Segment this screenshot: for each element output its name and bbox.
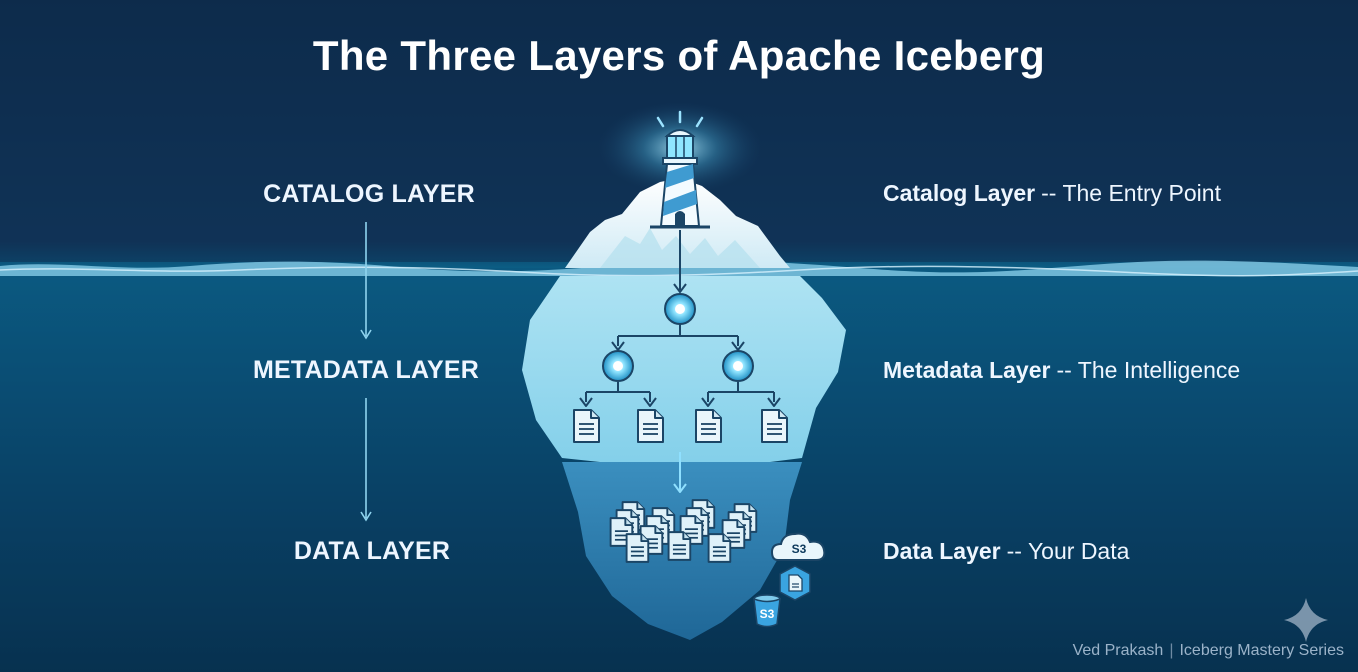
- light-rays: [656, 110, 704, 128]
- metadata-layer-description: Metadata Layer--The Intelligence: [883, 357, 1240, 384]
- data-layer-name: Data Layer: [883, 538, 1001, 564]
- data-layer-label: DATA LAYER: [293, 537, 451, 565]
- sparkle-icon: [1284, 598, 1328, 642]
- left-flow-arrows: [360, 222, 372, 522]
- page-title: The Three Layers of Apache Iceberg: [312, 32, 1046, 79]
- document-icon: [761, 409, 788, 443]
- node-icon: [664, 293, 696, 325]
- data-layer-description: Data Layer--Your Data: [883, 538, 1129, 565]
- footer-credit: Ved Prakash|Iceberg Mastery Series: [1072, 642, 1344, 659]
- bucket-icon: [753, 594, 781, 628]
- metadata-layer-tagline: The Intelligence: [1077, 357, 1241, 383]
- cloud-s3-label: S3: [791, 542, 807, 556]
- document-icon: [695, 409, 722, 443]
- catalog-layer-description: Catalog Layer--The Entry Point: [883, 180, 1221, 207]
- catalog-layer-name: Catalog Layer: [883, 180, 1036, 206]
- metadata-layer-name: Metadata Layer: [883, 357, 1051, 383]
- wave-highlight: [0, 265, 1358, 277]
- data-arrow: [673, 452, 687, 493]
- catalog-layer-tagline: The Entry Point: [1062, 180, 1221, 206]
- metadata-layer-label: METADATA LAYER: [253, 356, 479, 384]
- data-separator: --: [1006, 538, 1022, 564]
- data-layer-tagline: Your Data: [1027, 538, 1130, 564]
- metadata-tree-connectors: [579, 230, 781, 407]
- node-icon: [602, 350, 634, 382]
- footer-author: Ved Prakash: [1072, 642, 1164, 659]
- metadata-separator: --: [1056, 357, 1072, 383]
- lighthouse-icon: [650, 129, 710, 229]
- node-icon: [722, 350, 754, 382]
- bucket-s3-label: S3: [759, 607, 775, 621]
- catalog-layer-label: CATALOG LAYER: [263, 180, 475, 208]
- document-icon: [637, 409, 664, 443]
- footer-series: Iceberg Mastery Series: [1179, 642, 1344, 659]
- document-icon: [573, 409, 600, 443]
- cloud-icon: [770, 532, 826, 561]
- file-hex-icon: [779, 565, 811, 601]
- catalog-separator: --: [1041, 180, 1057, 206]
